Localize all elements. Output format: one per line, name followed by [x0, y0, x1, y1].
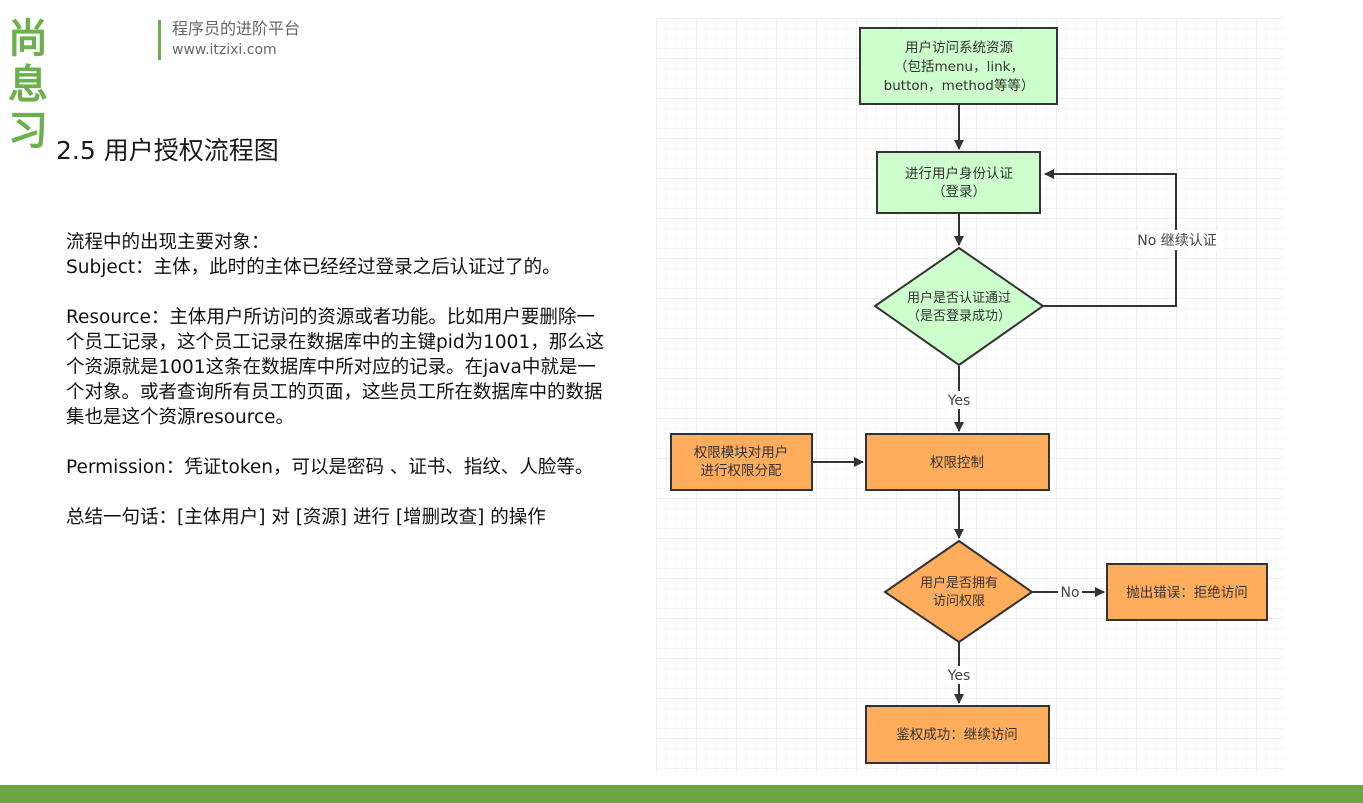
node-permission-decision-line2: 访问权限	[933, 593, 985, 609]
node-access-resource-line3: button，method等等）	[884, 77, 1035, 94]
summary-text: 总结一句话：[主体用户] 对 [资源] 进行 [增删改查] 的操作	[66, 507, 546, 528]
node-permission-module-line2: 进行权限分配	[701, 462, 782, 479]
node-auth-success	[865, 705, 1050, 764]
node-permission-decision-line1: 用户是否拥有	[920, 575, 998, 591]
permission-text: Permission：凭证token，可以是密码 、证书、指纹、人脸等。	[66, 457, 594, 478]
node-authentication-line2: （登录）	[932, 184, 986, 200]
node-access-denied-label: 抛出错误：拒绝访问	[1126, 585, 1248, 601]
node-auth-decision-line1: 用户是否认证通过	[907, 290, 1011, 306]
footer-bar	[0, 785, 1363, 803]
edge-label-no-2: No	[1060, 585, 1079, 601]
logo-divider	[158, 20, 161, 60]
edge-label-bg	[944, 391, 974, 409]
node-access-resource-line2: （包括menu，link，	[894, 59, 1024, 75]
intro-text: 流程中的出现主要对象：	[66, 232, 270, 253]
edge-label-bg	[1058, 583, 1082, 601]
edge-label-bg	[1132, 230, 1222, 250]
node-authentication-line1: 进行用户身份认证	[905, 165, 1013, 182]
content-body: 流程中的出现主要对象： Subject：主体，此时的主体已经经过登录之后认证过了…	[66, 230, 611, 530]
node-permission-module-line1: 权限模块对用户	[694, 444, 789, 461]
edge-label-yes-1: Yes	[947, 393, 971, 409]
logo-mark: 尚息习	[8, 16, 49, 154]
spacer	[66, 280, 611, 305]
subject-text: Subject：主体，此时的主体已经经过登录之后认证过了的。	[66, 257, 561, 278]
spacer	[66, 430, 611, 455]
logo-url: www.itzixi.com	[172, 42, 277, 58]
edge-label-no-continue-auth: No 继续认证	[1137, 232, 1217, 249]
resource-text: Resource：主体用户所访问的资源或者功能。比如用户要删除一个员工记录，这个…	[66, 307, 605, 428]
node-auth-decision-line2: （是否登录成功）	[907, 309, 1011, 324]
logo-tagline: 程序员的进阶平台	[172, 19, 301, 38]
edge-label-bg	[944, 666, 974, 684]
node-access-resource	[859, 27, 1058, 105]
node-auth-decision	[873, 246, 1045, 367]
node-authentication	[876, 151, 1041, 214]
page-title: 2.5 用户授权流程图	[56, 136, 279, 165]
node-permission-decision	[883, 539, 1034, 644]
node-auth-success-label: 鉴权成功：继续访问	[896, 726, 1018, 743]
node-access-resource-line1: 用户访问系统资源	[905, 39, 1013, 56]
node-permission-module	[670, 433, 813, 491]
node-permission-control	[865, 433, 1050, 491]
edge-label-yes-2: Yes	[947, 668, 971, 684]
node-permission-control-label: 权限控制	[930, 454, 984, 471]
flowchart-diagram: No 继续认证 Yes No Yes 用户访问系统资源 （包括menu，link…	[656, 18, 1284, 777]
node-access-denied	[1106, 563, 1268, 621]
spacer	[66, 480, 611, 505]
